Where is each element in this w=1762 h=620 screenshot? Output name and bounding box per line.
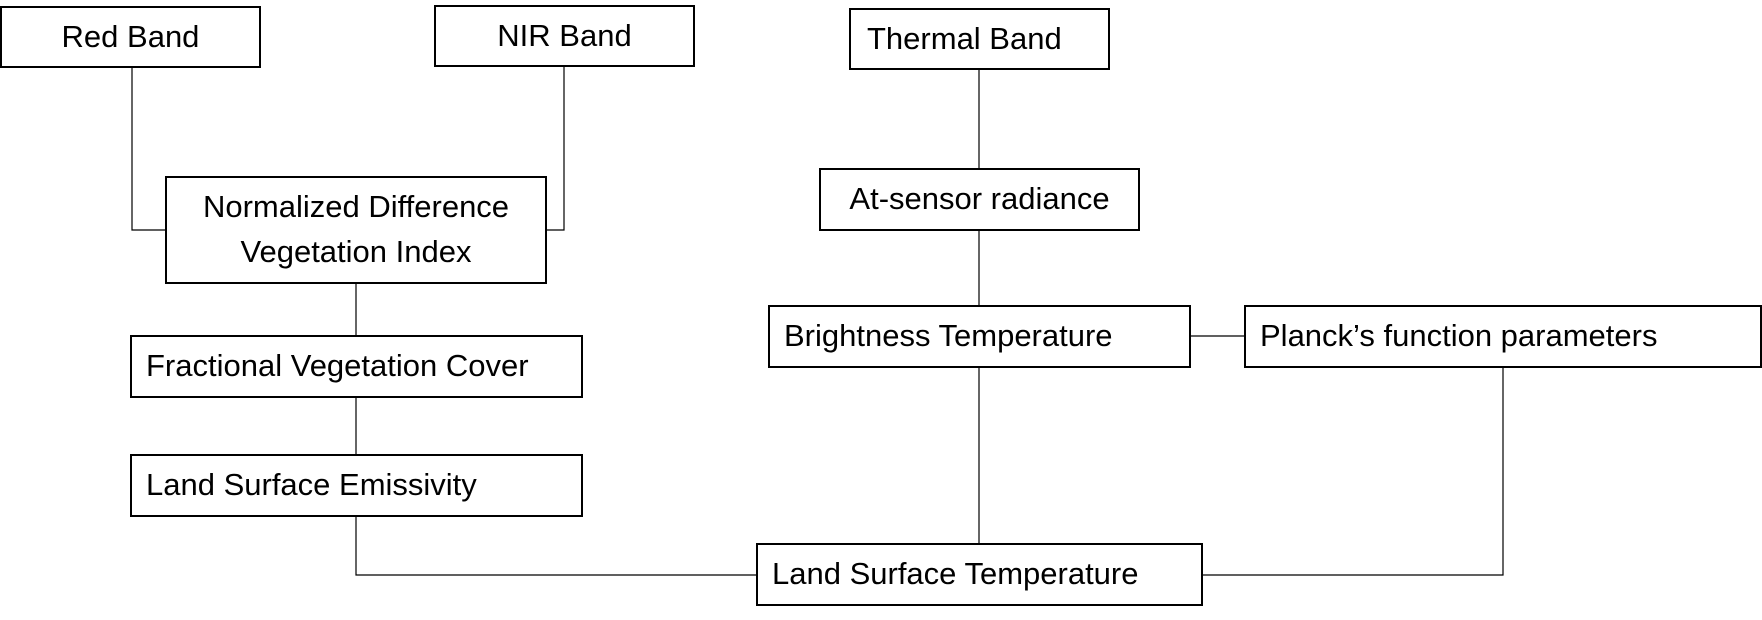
connector-red-to-ndvi xyxy=(131,68,165,231)
nir-band-box: NIR Band xyxy=(434,5,695,67)
connector-lse-to-lst xyxy=(355,517,756,576)
ndvi-label-line-2: Vegetation Index xyxy=(240,234,472,269)
red-band-label: Red Band xyxy=(61,18,200,54)
land-surface-temperature-box: Land Surface Temperature xyxy=(756,543,1203,606)
at-sensor-radiance-box: At-sensor radiance xyxy=(819,168,1140,231)
thermal-band-label: Thermal Band xyxy=(867,20,1062,56)
fractional-vegetation-cover-box: Fractional Vegetation Cover xyxy=(130,335,583,398)
ndvi-label-line-1: Normalized Difference xyxy=(202,189,510,225)
brightness-temperature-box: Brightness Temperature xyxy=(768,305,1191,368)
red-band-box: Red Band xyxy=(0,6,261,68)
at-sensor-radiance-label: At-sensor radiance xyxy=(849,181,1110,217)
land-surface-temperature-label: Land Surface Temperature xyxy=(772,556,1139,592)
connector-planck-to-lst xyxy=(1203,368,1504,576)
land-surface-emissivity-label: Land Surface Emissivity xyxy=(146,467,477,503)
thermal-band-box: Thermal Band xyxy=(849,8,1110,70)
ndvi-label: Normalized Difference Vegetation Index xyxy=(203,185,509,275)
ndvi-box: Normalized Difference Vegetation Index xyxy=(165,176,547,284)
nir-band-label: NIR Band xyxy=(497,17,632,53)
planck-function-parameters-label: Planck’s function parameters xyxy=(1260,318,1658,354)
brightness-temperature-label: Brightness Temperature xyxy=(784,318,1113,354)
planck-function-parameters-box: Planck’s function parameters xyxy=(1244,305,1762,368)
connector-nir-to-ndvi xyxy=(547,67,565,231)
land-surface-emissivity-box: Land Surface Emissivity xyxy=(130,454,583,517)
fractional-vegetation-cover-label: Fractional Vegetation Cover xyxy=(146,348,529,384)
